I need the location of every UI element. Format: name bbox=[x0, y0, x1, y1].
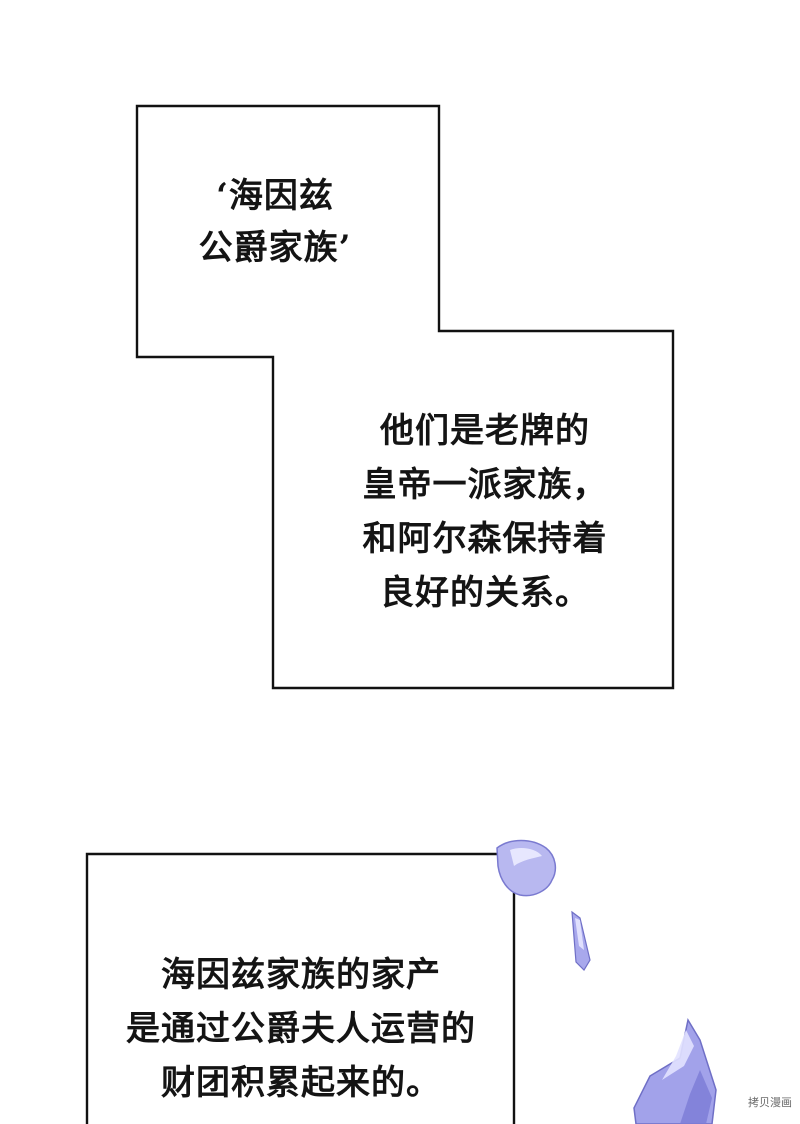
caption-line: 公爵家族’ bbox=[198, 228, 352, 268]
caption-family-fortune: 海因兹家族的家产 是通过公爵夫人运营的 财团积累起来的。 bbox=[88, 948, 514, 1110]
caption-box-bottom bbox=[85, 852, 516, 1124]
caption-line: 和阿尔森保持着 bbox=[362, 519, 608, 559]
caption-family-relations: 他们是老牌的 皇帝一派家族， 和阿尔森保持着 良好的关系。 bbox=[290, 404, 680, 620]
crystal-shard-bottom-shade bbox=[680, 1070, 712, 1124]
crystal-shard-large-top-highlight bbox=[510, 848, 542, 866]
caption-line: 他们是老牌的 bbox=[380, 411, 590, 451]
caption-line: 皇帝一派家族， bbox=[362, 465, 608, 505]
caption-line: 是通过公爵夫人运营的 bbox=[126, 1009, 476, 1049]
crystal-shard-bottom-highlight bbox=[662, 1030, 694, 1080]
crystal-shard-small-highlight bbox=[575, 918, 584, 950]
caption-line: ‘海因兹 bbox=[216, 176, 334, 216]
caption-box-stepped-outline bbox=[135, 104, 675, 690]
caption-line: 财团积累起来的。 bbox=[161, 1063, 441, 1103]
caption-line: 海因兹家族的家产 bbox=[161, 955, 441, 995]
watermark: 拷贝漫画 bbox=[748, 1096, 792, 1109]
caption-line: 良好的关系。 bbox=[380, 573, 590, 613]
crystal-shards bbox=[496, 839, 717, 1124]
caption-heinz-family: ‘海因兹 公爵家族’ bbox=[140, 170, 410, 274]
